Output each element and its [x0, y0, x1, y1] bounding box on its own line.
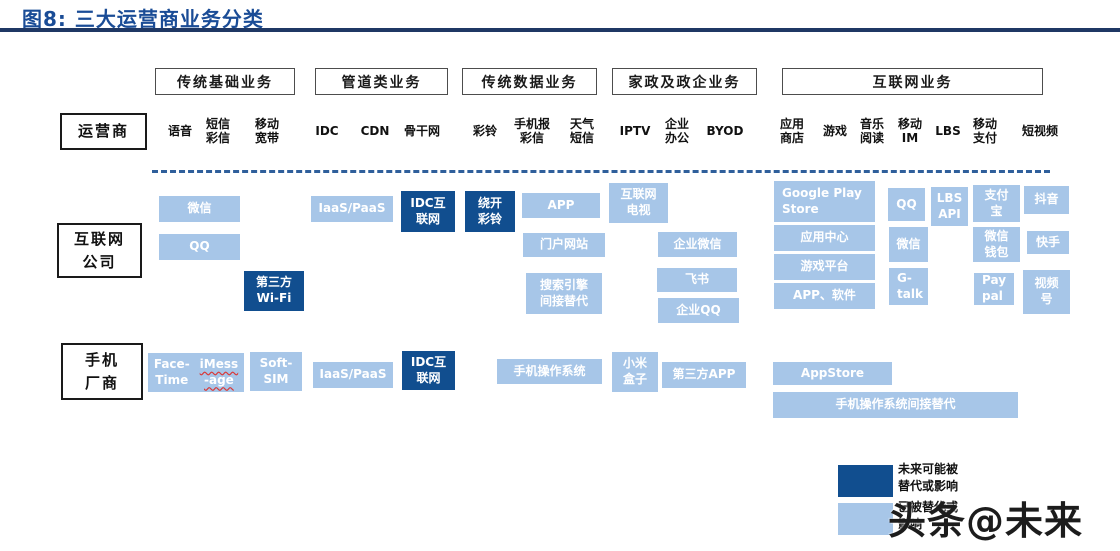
col-iptv: IPTV	[619, 124, 651, 139]
box-third-party-wifi: 第三方 Wi-Fi	[244, 271, 304, 311]
box-app-center: 应用中心	[774, 225, 875, 251]
category-internet: 互联网业务	[782, 68, 1043, 95]
dashed-separator	[152, 170, 1050, 173]
box-idc-internet: IDC互 联网	[401, 191, 455, 232]
category-home-government-enterprise: 家政及政企业务	[612, 68, 757, 95]
box-xiaomi-box: 小米 盒子	[612, 352, 658, 392]
box-qq: QQ	[159, 234, 240, 260]
box-feishu: 飞书	[657, 268, 737, 292]
watermark: 头条@未来智库	[888, 499, 1084, 543]
col-short-video: 短视频	[1021, 124, 1058, 139]
legend-swatch-light	[838, 503, 893, 535]
legend-label-dark: 未来可能被 替代或影响	[898, 462, 959, 493]
box-kuaishou: 快手	[1027, 231, 1069, 254]
col-lbs: LBS	[935, 124, 961, 139]
col-backbone-network: 骨干网	[403, 124, 440, 139]
box-appstore: AppStore	[773, 362, 892, 385]
box-google-play-store: Google Play Store	[774, 181, 875, 222]
box-idc-internet-phone: IDC互 联网	[402, 351, 455, 390]
col-cdn: CDN	[360, 124, 390, 139]
legend-swatch-dark	[838, 465, 893, 497]
box-lbs-api: LBS API	[931, 187, 968, 226]
box-iaas-paas: IaaS/PaaS	[311, 196, 393, 222]
box-bypass-ringtone: 绕开 彩铃	[465, 191, 515, 232]
box-game-platform: 游戏平台	[774, 254, 875, 280]
box-facetime-imessage: Face- Time iMess -age	[148, 353, 244, 392]
col-app-store: 应用 商店	[779, 117, 804, 145]
imessage-text: iMess -age	[199, 356, 239, 387]
box-iaas-paas-phone: IaaS/PaaS	[313, 362, 393, 388]
box-alipay: 支付 宝	[973, 185, 1020, 222]
box-wechat-im: 微信	[889, 227, 928, 262]
box-gtalk: G- talk	[889, 268, 928, 305]
category-traditional-data: 传统数据业务	[462, 68, 597, 95]
title-rule	[0, 28, 1120, 32]
col-sms-mms: 短信 彩信	[205, 117, 230, 145]
col-weather-sms: 天气 短信	[569, 117, 594, 145]
facetime-text: Face- Time	[153, 356, 190, 387]
col-ringtone: 彩铃	[472, 124, 497, 139]
box-app-software: APP、软件	[774, 283, 875, 309]
box-douyin: 抖音	[1024, 186, 1069, 214]
col-mobile-newspaper-mms: 手机报 彩信	[513, 117, 550, 145]
box-third-party-app: 第三方APP	[662, 362, 746, 388]
box-internet-tv: 互联网 电视	[609, 183, 668, 223]
col-music-reading: 音乐 阅读	[859, 117, 884, 145]
box-app: APP	[522, 193, 600, 218]
box-video-account: 视频 号	[1023, 270, 1070, 314]
figure-title: 图8: 三大运营商业务分类	[22, 7, 264, 31]
col-byod: BYOD	[706, 124, 744, 139]
box-mobile-os: 手机操作系统	[497, 359, 602, 384]
box-mobile-os-indirect: 手机操作系统间接替代	[773, 392, 1018, 418]
row-label-operator: 运营商	[60, 113, 147, 150]
col-mobile-payment: 移动 支付	[972, 117, 997, 145]
category-pipeline: 管道类业务	[315, 68, 448, 95]
col-voice: 语音	[167, 124, 192, 139]
col-mobile-im: 移动 IM	[897, 117, 922, 145]
box-paypal: Pay pal	[974, 273, 1014, 305]
col-enterprise-office: 企业 办公	[664, 117, 689, 145]
box-enterprise-qq: 企业QQ	[658, 298, 739, 323]
box-soft-sim: Soft- SIM	[250, 352, 302, 391]
box-qq-im: QQ	[888, 188, 925, 221]
col-idc: IDC	[315, 124, 339, 139]
box-wechat-wallet: 微信 钱包	[973, 227, 1020, 262]
col-games: 游戏	[822, 124, 847, 139]
box-search-engine-indirect: 搜索引擎 间接替代	[526, 273, 602, 314]
box-wechat: 微信	[159, 196, 240, 222]
box-wecom: 企业微信	[658, 232, 737, 257]
category-traditional-basic: 传统基础业务	[155, 68, 295, 95]
col-mobile-broadband: 移动 宽带	[254, 117, 279, 145]
row-label-internet-company: 互联网 公司	[57, 223, 142, 278]
box-portal-website: 门户网站	[523, 233, 605, 257]
legend-label-light: 已被替代或 影响	[898, 500, 959, 531]
row-label-phone-maker: 手机 厂商	[61, 343, 143, 400]
